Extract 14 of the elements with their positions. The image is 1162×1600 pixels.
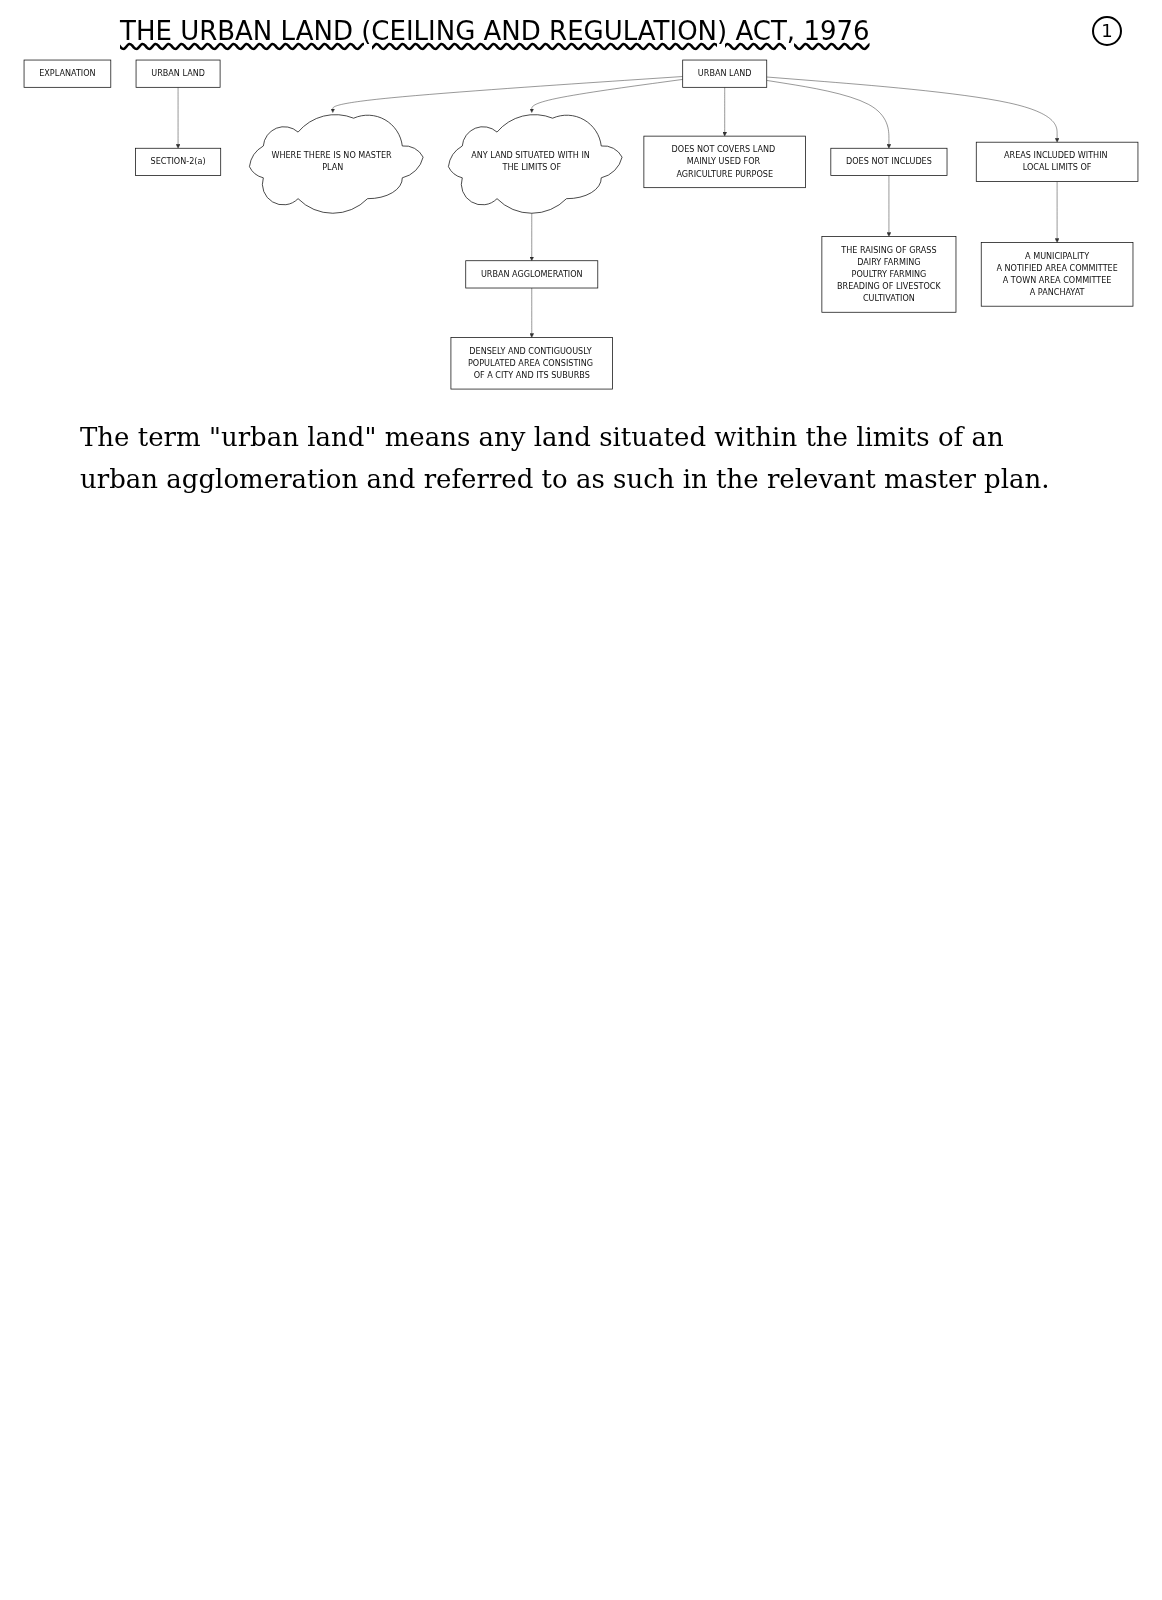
node-box: DOES NOT INCLUDES	[830, 147, 948, 176]
explanation-text: The term "urban land" means any land situated within the limits of an urban agglomeration and referred to as such in the relevant master plan.	[80, 421, 1051, 496]
node-box: A MUNICIPALITY A NOTIFIED AREA COMMITTEE A TOWN AREA COMMITTEE A PANCHAYAT	[980, 242, 1134, 307]
title: THE URBAN LAND (CEILING AND REGULATION) ACT, 1976	[120, 16, 870, 46]
node-box: DOES NOT COVERS LAND MAINLY USED FOR AGRICULTURE PURPOSE	[643, 135, 806, 189]
node-box: URBAN LAND	[682, 59, 768, 88]
node-box: URBAN LAND	[135, 59, 221, 88]
node-box: THE RAISING OF GRASS DAIRY FARMING POULTRY FARMING BREADING OF LIVESTOCK CULTIVATION	[821, 236, 957, 313]
node-box: URBAN AGGLOMERATION	[465, 260, 599, 289]
page-number: 1	[1092, 16, 1122, 46]
node-box: AREAS INCLUDED WITHIN LOCAL LIMITS OF	[975, 141, 1139, 182]
node-box: EXPLANATION	[23, 59, 112, 88]
node-box: SECTION-2(a)	[135, 147, 222, 176]
node-box: DENSELY AND CONTIGUOUSLY POPULATED AREA CONSISTING OF A CITY AND ITS SUBURBS	[450, 337, 613, 390]
